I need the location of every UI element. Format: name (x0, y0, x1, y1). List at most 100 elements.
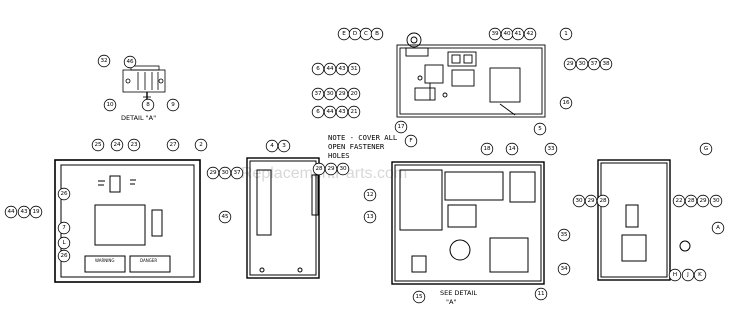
callout-number: 44 (7, 209, 15, 215)
callout-bubble: 28 (596, 194, 610, 208)
callout-number: A (716, 225, 720, 231)
callout-bubble: 34 (557, 262, 571, 276)
callout-number: 40 (503, 31, 511, 37)
callout-bubble: K (693, 268, 707, 282)
callout-number: 17 (397, 124, 405, 130)
callout-bubble: 37 (311, 87, 325, 101)
svg-text:NOTE - COVER ALL: NOTE - COVER ALL (328, 133, 397, 142)
callout-bubble: 22 (672, 194, 686, 208)
callout-number: 28 (687, 198, 695, 204)
callout-number: 28 (599, 198, 607, 204)
callout-number: D (353, 31, 357, 37)
callout-number: 30 (578, 61, 586, 67)
callout-number: 11 (537, 291, 545, 297)
callout-bubble: 6 (311, 62, 325, 76)
callout-number: 35 (560, 232, 568, 238)
callout-bubble: G (699, 142, 713, 156)
svg-text:SEE DETAIL: SEE DETAIL (440, 289, 477, 297)
callout-number: 1 (564, 31, 568, 37)
callout-number: 28 (315, 166, 323, 172)
callout-bubble: 23 (127, 138, 141, 152)
callout-number: 45 (221, 214, 229, 220)
callout-number: 3 (282, 143, 286, 149)
callout-number: 18 (483, 146, 491, 152)
right-view (597, 159, 691, 281)
callout-number: 41 (514, 31, 522, 37)
callout-number: 9 (171, 102, 175, 108)
callout-bubble: E (337, 27, 351, 41)
callout-bubble: 6 (311, 105, 325, 119)
callout-number: 29 (587, 198, 595, 204)
callout-number: 37 (590, 61, 598, 67)
callout-number: 37 (314, 91, 322, 97)
callout-number: 8 (146, 102, 150, 108)
callout-bubble: 37 (587, 57, 601, 71)
callout-bubble: 4 (265, 139, 279, 153)
callout-bubble: 43 (17, 205, 31, 219)
callout-bubble: 7 (57, 221, 71, 235)
callout-bubble: F (404, 134, 418, 148)
callout-number: 27 (169, 142, 177, 148)
callout-bubble: 30 (323, 87, 337, 101)
callout-bubble: A (711, 221, 725, 235)
callout-number: 30 (221, 170, 229, 176)
callout-bubble: H (668, 268, 682, 282)
callout-number: F (409, 138, 412, 144)
callout-number: 7 (62, 225, 66, 231)
callout-bubble: L (57, 236, 71, 250)
callout-number: 13 (366, 214, 374, 220)
callout-number: 43 (338, 109, 346, 115)
callout-number: 33 (547, 146, 555, 152)
callout-number: 32 (100, 58, 107, 64)
callout-number: 42 (526, 31, 533, 37)
callout-number: H (673, 272, 677, 278)
callout-number: 30 (339, 166, 347, 172)
callout-bubble: 37 (230, 166, 244, 180)
callout-bubble: 32 (97, 54, 111, 68)
callout-bubble: 2 (194, 138, 208, 152)
callout-bubble: 26 (57, 187, 71, 201)
callout-bubble: 45 (218, 210, 232, 224)
callout-number: 26 (60, 253, 68, 259)
callout-number: 29 (209, 170, 217, 176)
callout-number: 26 (60, 191, 68, 197)
callout-bubble: 38 (599, 57, 613, 71)
callout-bubble: 5 (533, 122, 547, 136)
callout-bubble: 10 (103, 98, 117, 112)
callout-number: E (342, 31, 346, 37)
callout-number: 12 (366, 192, 373, 198)
callout-bubble: 43 (335, 105, 349, 119)
callout-number: 46 (126, 59, 134, 65)
svg-text:WARNING: WARNING (95, 258, 115, 263)
callout-bubble: 20 (347, 87, 361, 101)
callout-number: 30 (712, 198, 720, 204)
callout-number: 15 (415, 294, 423, 300)
callout-bubble: 30 (575, 57, 589, 71)
front-panel (54, 159, 201, 283)
callout-number: 43 (338, 66, 346, 72)
see-detail-text: SEE DETAIL "A" (440, 289, 477, 306)
callout-bubble: 18 (480, 142, 494, 156)
callout-bubble: 30 (572, 194, 586, 208)
callout-bubble: 30 (709, 194, 723, 208)
callout-number: C (364, 31, 368, 37)
callout-bubble: 21 (347, 105, 361, 119)
callout-bubble: 29 (563, 57, 577, 71)
svg-text:HOLES: HOLES (328, 151, 350, 160)
side-view (246, 157, 320, 279)
callout-bubble: C (359, 27, 373, 41)
callout-number: 34 (560, 266, 568, 272)
callout-bubble: 35 (557, 228, 571, 242)
svg-text:OPEN FASTENER: OPEN FASTENER (328, 142, 385, 151)
callout-number: 14 (508, 146, 516, 152)
callout-bubble: 25 (91, 138, 105, 152)
callout-bubble: 17 (394, 120, 408, 134)
callout-bubble: 1 (559, 27, 573, 41)
callout-number: 44 (326, 109, 334, 115)
callout-bubble: 39 (488, 27, 502, 41)
callout-bubble: 16 (559, 96, 573, 110)
callout-bubble: 11 (534, 287, 548, 301)
callout-bubble: 24 (110, 138, 124, 152)
